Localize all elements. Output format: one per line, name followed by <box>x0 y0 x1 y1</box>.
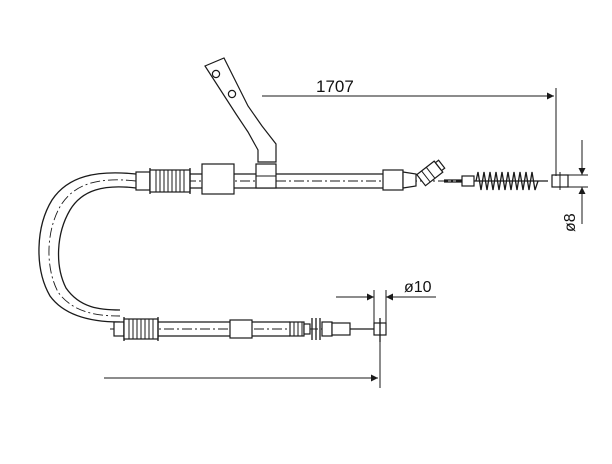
upper-grommet <box>201 163 235 195</box>
upper-right-fitting <box>382 159 446 191</box>
mounting-bracket <box>204 57 277 189</box>
upper-left-ferrule <box>135 168 191 194</box>
length-dimension: 1707 <box>262 77 557 176</box>
upper-end-nipple <box>551 172 569 190</box>
end-diameter-value: ø8 <box>562 213 579 232</box>
lower-right-fitting <box>289 318 387 342</box>
return-spring <box>475 171 539 191</box>
upper-inner-wire <box>444 175 548 187</box>
lower-grommet <box>229 319 253 339</box>
lower-left-ferrule <box>113 317 159 341</box>
curved-cable-sheath <box>38 172 137 323</box>
bracket-hole-lower <box>227 89 237 99</box>
end-diameter-dimension: ø8 <box>562 140 588 232</box>
nipple-diameter-dimension: ø10 <box>336 279 436 324</box>
nipple-diameter-value: ø10 <box>404 279 432 296</box>
length-value: 1707 <box>316 77 354 96</box>
bracket-hole-upper <box>211 69 221 79</box>
lower-reference-dimension <box>104 340 381 388</box>
